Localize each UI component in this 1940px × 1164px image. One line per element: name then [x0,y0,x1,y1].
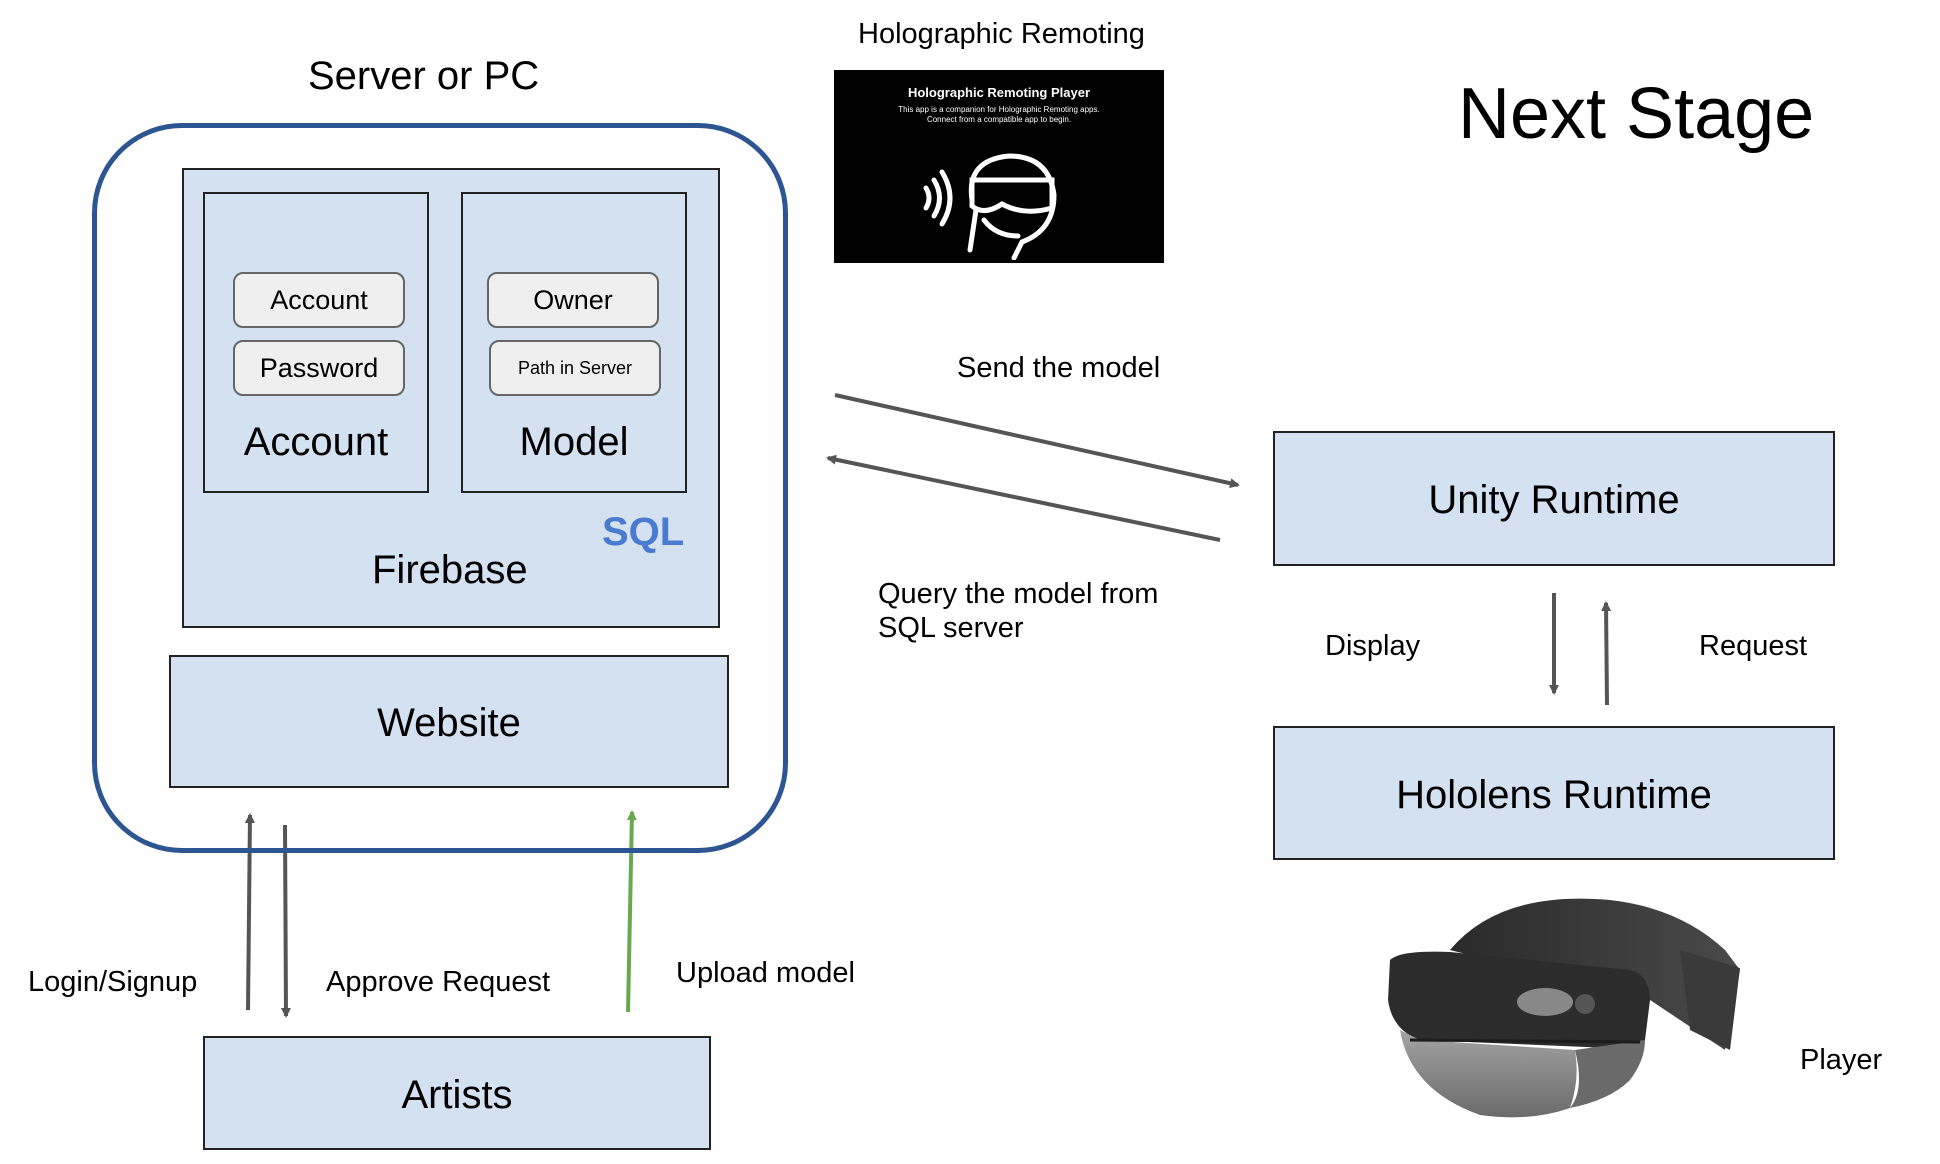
artists-label: Artists [401,1073,513,1117]
upload-model-label: Upload model [676,957,855,989]
hololens-runtime-label: Hololens Runtime [1396,773,1712,817]
remoting-screen-text-1: This app is a companion for Holographic … [898,105,1100,114]
send-model-label: Send the model [957,352,1161,384]
remoting-screen-text-2: Connect from a compatible app to begin. [926,114,1072,124]
login-signup-arrow [244,813,255,1011]
website-box: Website [169,655,729,788]
account-field: Account [233,272,405,328]
unity-runtime-box: Unity Runtime [1273,431,1835,566]
query-model-label-1: Query the model from [878,578,1159,610]
path-in-server-field: Path in Server [489,340,661,396]
send-model-arrow [834,393,1240,489]
model-table: Owner Path in Server Model [461,192,687,493]
request-label: Request [1699,630,1808,662]
firebase-label: Firebase [372,548,528,592]
remoting-screen-title: Holographic Remoting Player [907,85,1091,100]
server-container [92,123,788,853]
player-label: Player [1800,1044,1883,1076]
display-label: Display [1325,630,1421,662]
headset-signal-icon [923,153,1057,260]
server-title: Server or PC [308,54,540,98]
artists-box: Artists [203,1036,711,1150]
remoting-screenshot: Holographic Remoting Player This app is … [834,70,1164,263]
sql-label: SQL [602,510,685,554]
upload-model-arrow [626,810,637,1013]
next-stage-title: Next Stage [1458,74,1815,154]
website-label: Website [377,701,521,745]
password-field: Password [233,340,405,396]
approve-request-label: Approve Request [326,966,551,998]
approve-request-arrow [280,824,291,1018]
owner-field: Owner [487,272,659,328]
hololens-runtime-box: Hololens Runtime [1273,726,1835,860]
model-table-label: Model [519,420,629,464]
login-signup-label: Login/Signup [28,966,198,998]
query-model-label-2: SQL server [878,612,1024,644]
hololens-headset-image [1388,898,1740,1118]
unity-runtime-label: Unity Runtime [1428,478,1680,522]
query-model-arrow [826,454,1221,542]
account-table-label: Account [243,420,389,464]
account-table: Account Password Account [203,192,429,493]
request-arrow [1601,601,1612,706]
remoting-caption: Holographic Remoting [858,18,1145,50]
